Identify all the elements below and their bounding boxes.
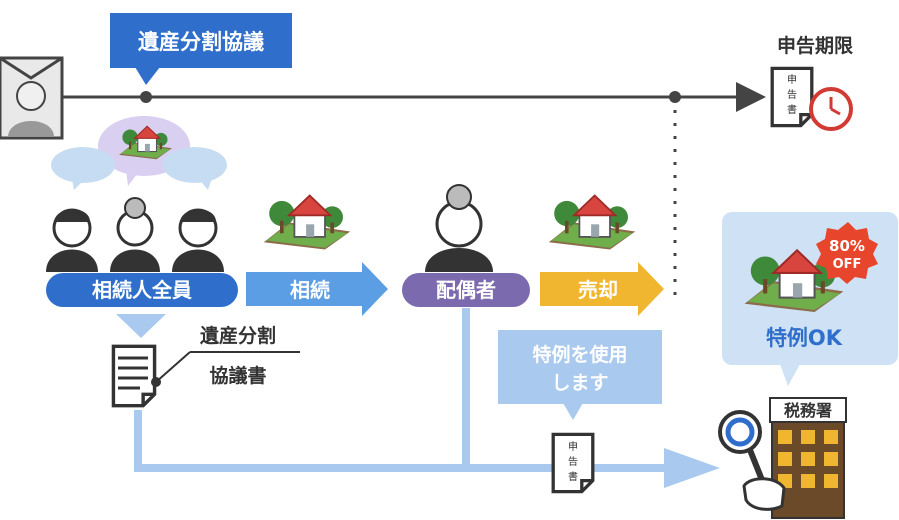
spouse-pill [402, 273, 530, 307]
deadline-label: 申告期限 [777, 34, 853, 57]
approval-sign-hand-icon [718, 410, 786, 511]
agreement-point [140, 91, 152, 103]
flow-line-heirs [134, 410, 672, 472]
svg-text:書: 書 [568, 470, 578, 483]
special-use-line2: します [551, 372, 608, 394]
agreement-doc-line1: 遺産分割 [200, 324, 276, 347]
house-icon [262, 194, 352, 250]
deceased-portrait-icon [0, 56, 64, 140]
svg-text:告: 告 [787, 88, 797, 101]
agreement-doc-line2: 協議書 [209, 364, 266, 387]
heirs-people-icon [46, 197, 224, 272]
inherit-label: 相続 [290, 278, 330, 302]
discount-badge-icon [816, 222, 878, 284]
deadline-point [669, 91, 681, 103]
discount-badge-line1: 80% [829, 237, 865, 255]
flow-arrowhead [664, 448, 720, 488]
tax-office-sign: 税務署 [784, 401, 832, 420]
special-ok-label: 特例OK [766, 326, 843, 350]
sell-arrow: 売却 [540, 262, 664, 316]
agreement-callout-text: 遺産分割協議 [138, 30, 264, 54]
special-use-callout: 特例を使用 します [498, 330, 662, 420]
tax-return-form-icon: 申 告 書 [551, 432, 595, 494]
svg-text:書: 書 [787, 103, 797, 116]
agreement-callout: 遺産分割協議 [110, 13, 292, 85]
special-use-line1: 特例を使用 [532, 343, 627, 366]
agreement-document-icon [111, 344, 191, 408]
svg-text:申: 申 [568, 440, 578, 453]
heirs-label: 相続人全員 [92, 278, 192, 302]
discount-badge-line2: OFF [833, 257, 862, 272]
heirs-pill [46, 273, 238, 307]
heirs-discussion-icon [51, 116, 227, 190]
inherit-arrow: 相続 [246, 262, 388, 316]
svg-text:申: 申 [787, 73, 797, 86]
down-triangle [116, 314, 166, 338]
spouse-label: 配偶者 [436, 278, 496, 302]
sell-label: 売却 [578, 278, 618, 302]
tax-return-form-deadline-icon: 申 告 書 [770, 66, 853, 131]
spouse-icon [425, 184, 493, 272]
tax-office-building-icon: 税務署 [769, 397, 847, 519]
special-ok-panel: 80% OFF 特例OK [722, 212, 898, 386]
house-icon [547, 194, 637, 250]
svg-text:告: 告 [568, 455, 578, 468]
